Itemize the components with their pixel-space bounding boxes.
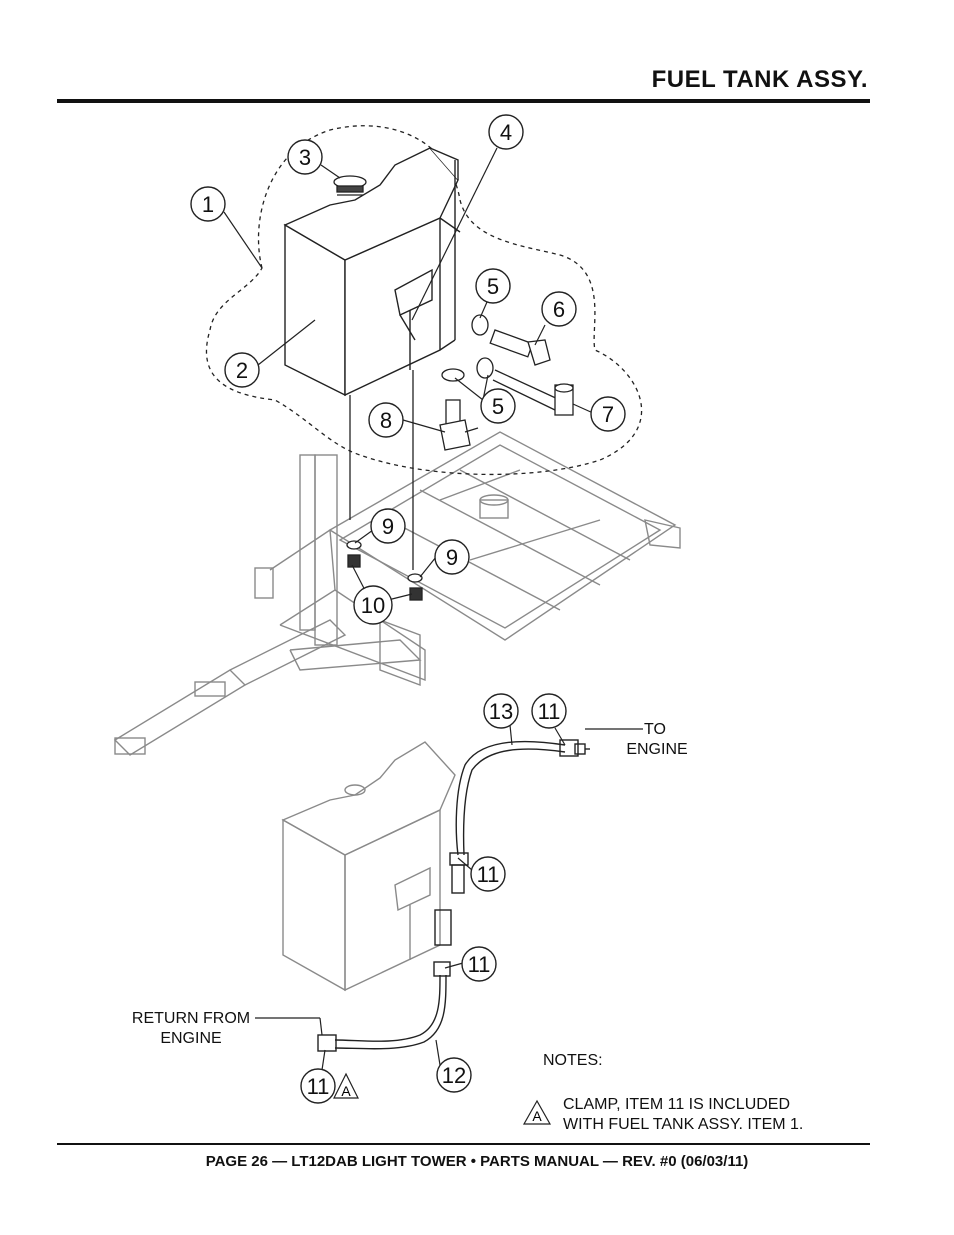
page-title: FUEL TANK ASSY. bbox=[651, 66, 868, 93]
callout-11b: 11 bbox=[470, 856, 506, 892]
svg-text:9: 9 bbox=[382, 514, 394, 539]
header-rule bbox=[57, 99, 870, 103]
svg-text:11: 11 bbox=[307, 1074, 330, 1099]
note-a-text: CLAMP, ITEM 11 IS INCLUDED WITH FUEL TAN… bbox=[563, 1096, 804, 1133]
svg-text:12: 12 bbox=[442, 1063, 466, 1088]
callout-12: 12 bbox=[436, 1057, 472, 1093]
trailer-frame bbox=[113, 431, 681, 756]
callout-11a: 11 bbox=[531, 693, 567, 729]
leader-lines bbox=[223, 147, 643, 1071]
callout-5b: 5 bbox=[480, 388, 516, 424]
fuel-tank-upper bbox=[283, 147, 461, 397]
callout-9a: 9 bbox=[370, 508, 406, 544]
callout-1: 1 bbox=[190, 186, 226, 222]
callout-10: 10 bbox=[353, 585, 393, 625]
svg-text:13: 13 bbox=[489, 699, 513, 724]
callout-8: 8 bbox=[368, 402, 404, 438]
callout-3: 3 bbox=[287, 139, 323, 175]
svg-text:8: 8 bbox=[380, 408, 392, 433]
svg-text:A: A bbox=[341, 1083, 351, 1099]
fuel-tank-lower bbox=[281, 741, 456, 992]
callout-9b: 9 bbox=[434, 539, 470, 575]
svg-text:1: 1 bbox=[202, 192, 214, 217]
svg-text:5: 5 bbox=[492, 394, 504, 419]
svg-text:9: 9 bbox=[446, 545, 458, 570]
callout-11c: 11 bbox=[461, 946, 497, 982]
svg-text:A: A bbox=[532, 1108, 542, 1124]
note-marker-triangle: A bbox=[333, 1072, 359, 1099]
callout-2: 2 bbox=[224, 352, 260, 388]
fittings bbox=[346, 314, 574, 601]
svg-text:11: 11 bbox=[468, 952, 491, 977]
fuel-hoses bbox=[317, 739, 590, 1052]
callout-4: 4 bbox=[488, 114, 524, 150]
svg-text:5: 5 bbox=[487, 274, 499, 299]
svg-text:6: 6 bbox=[553, 297, 565, 322]
callout-5a: 5 bbox=[475, 268, 511, 304]
svg-text:7: 7 bbox=[602, 402, 614, 427]
callout-6: 6 bbox=[541, 291, 577, 327]
svg-text:11: 11 bbox=[538, 699, 561, 724]
svg-text:3: 3 bbox=[299, 145, 311, 170]
callout-13: 13 bbox=[483, 693, 519, 729]
callouts: 1 2 3 4 5 6 5 7 8 9 9 10 13 11 11 11 12 … bbox=[190, 114, 626, 1104]
filler-cap bbox=[333, 175, 367, 196]
return-from-engine-label: RETURN FROM ENGINE bbox=[131, 1010, 251, 1047]
callout-7: 7 bbox=[590, 396, 626, 432]
footer-rule bbox=[57, 1143, 870, 1145]
svg-text:2: 2 bbox=[236, 358, 248, 383]
assembly-boundary bbox=[205, 125, 643, 476]
callout-11d: 11 bbox=[300, 1068, 336, 1104]
svg-text:11: 11 bbox=[477, 862, 500, 887]
to-engine-label: TO ENGINE bbox=[626, 721, 688, 758]
svg-text:10: 10 bbox=[361, 593, 385, 618]
page-footer: PAGE 26 — LT12DAB LIGHT TOWER • PARTS MA… bbox=[205, 1153, 749, 1170]
note-a-triangle: A bbox=[522, 1099, 552, 1125]
svg-text:4: 4 bbox=[500, 120, 512, 145]
notes-heading: NOTES: bbox=[543, 1052, 603, 1069]
